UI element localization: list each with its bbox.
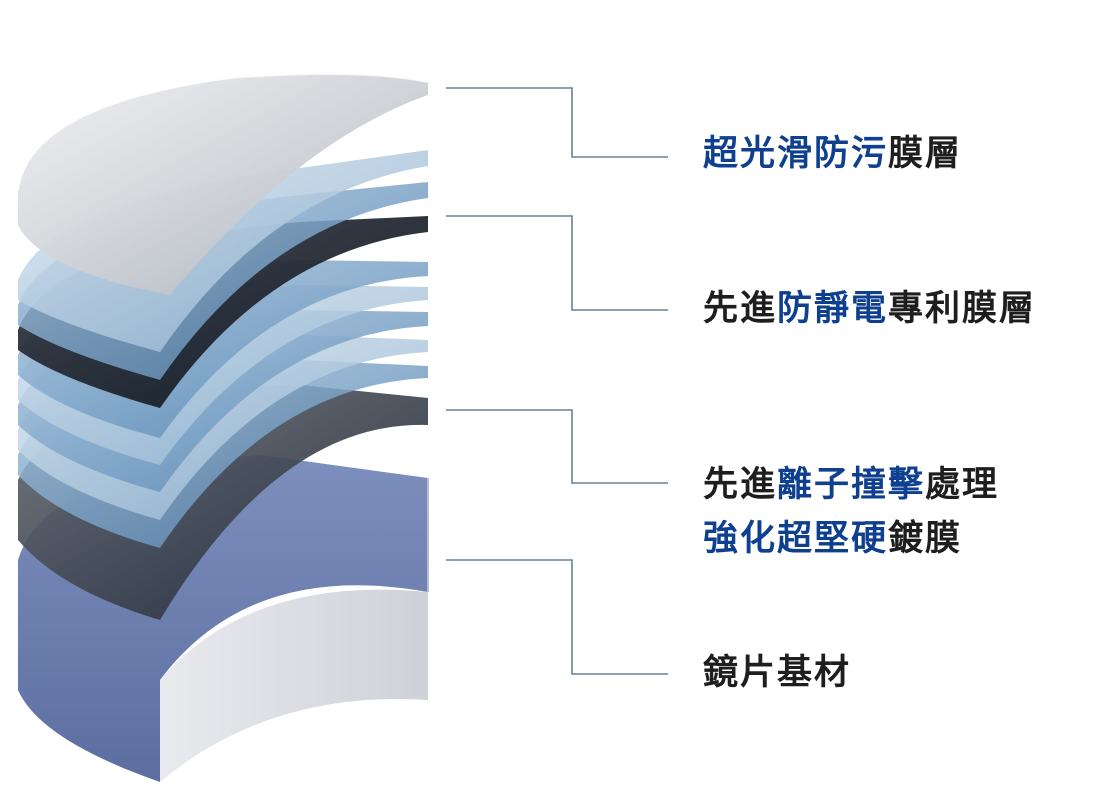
leader-line-anti-static [446, 215, 668, 311]
label-rest: 鏡片基材 [703, 653, 852, 693]
label-prefix: 先進 [703, 465, 778, 505]
label-highlight: 強化超堅硬 [703, 519, 889, 559]
label-rest: 專利膜層 [888, 289, 1037, 329]
leader-line-ion-coating [446, 409, 668, 484]
label-anti-smudge-layer: 超光滑防污膜層 [703, 134, 962, 174]
substrate-cut-face [160, 589, 428, 782]
label-ion-treatment-line1: 先進離子撞擊處理 [703, 465, 999, 505]
leader-line-anti-smudge [446, 87, 668, 158]
label-anti-static-layer: 先進防靜電專利膜層 [703, 289, 1036, 329]
label-lens-substrate: 鏡片基材 [703, 653, 851, 693]
anti-smudge-top-layer [17, 72, 429, 295]
label-rest: 鍍膜 [888, 519, 963, 559]
label-ion-treatment-line2: 強化超堅硬鍍膜 [703, 519, 962, 559]
thin-coating-stack [18, 150, 428, 548]
label-highlight: 超光滑防污 [703, 134, 889, 174]
label-highlight: 離子撞擊 [777, 465, 926, 505]
label-rest: 處理 [925, 465, 1000, 505]
leader-line-substrate [446, 559, 668, 675]
leader-lines [446, 87, 668, 675]
label-rest: 膜層 [888, 134, 963, 174]
label-highlight: 防靜電 [777, 289, 889, 329]
label-prefix: 先進 [703, 289, 778, 329]
